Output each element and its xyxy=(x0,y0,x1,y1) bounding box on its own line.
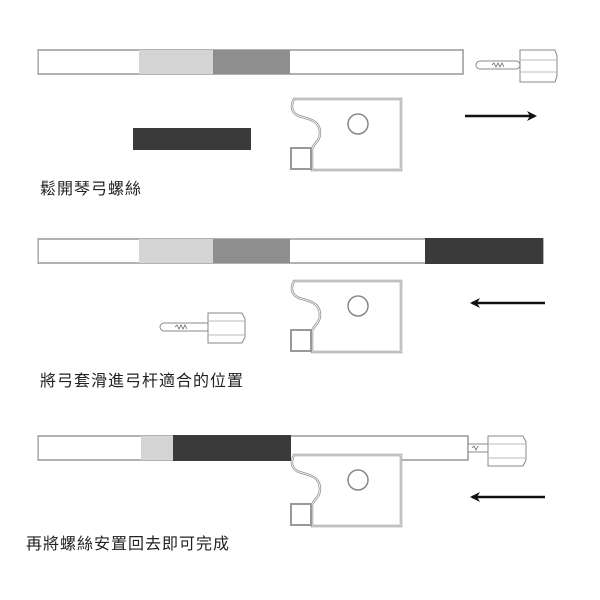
step-3-illustration xyxy=(34,435,545,528)
step-3-caption: 再將螺絲安置回去即可完成 xyxy=(26,534,231,553)
frog-icon xyxy=(289,279,403,354)
step-2-illustration xyxy=(34,238,545,354)
frog-icon xyxy=(289,97,403,172)
bow-stick xyxy=(34,238,544,264)
frog-icon xyxy=(289,453,403,528)
screw-icon xyxy=(467,435,527,467)
bow-stick xyxy=(34,49,464,75)
bow-stick xyxy=(34,435,469,461)
screw-icon xyxy=(159,312,246,344)
screw-icon xyxy=(475,49,558,83)
step-2-caption: 將弓套滑進弓杆適合的位置 xyxy=(40,371,245,390)
step-1-caption: 鬆開琴弓螺絲 xyxy=(40,179,143,198)
step-1-illustration xyxy=(34,49,558,172)
ferrule-block xyxy=(133,128,251,150)
